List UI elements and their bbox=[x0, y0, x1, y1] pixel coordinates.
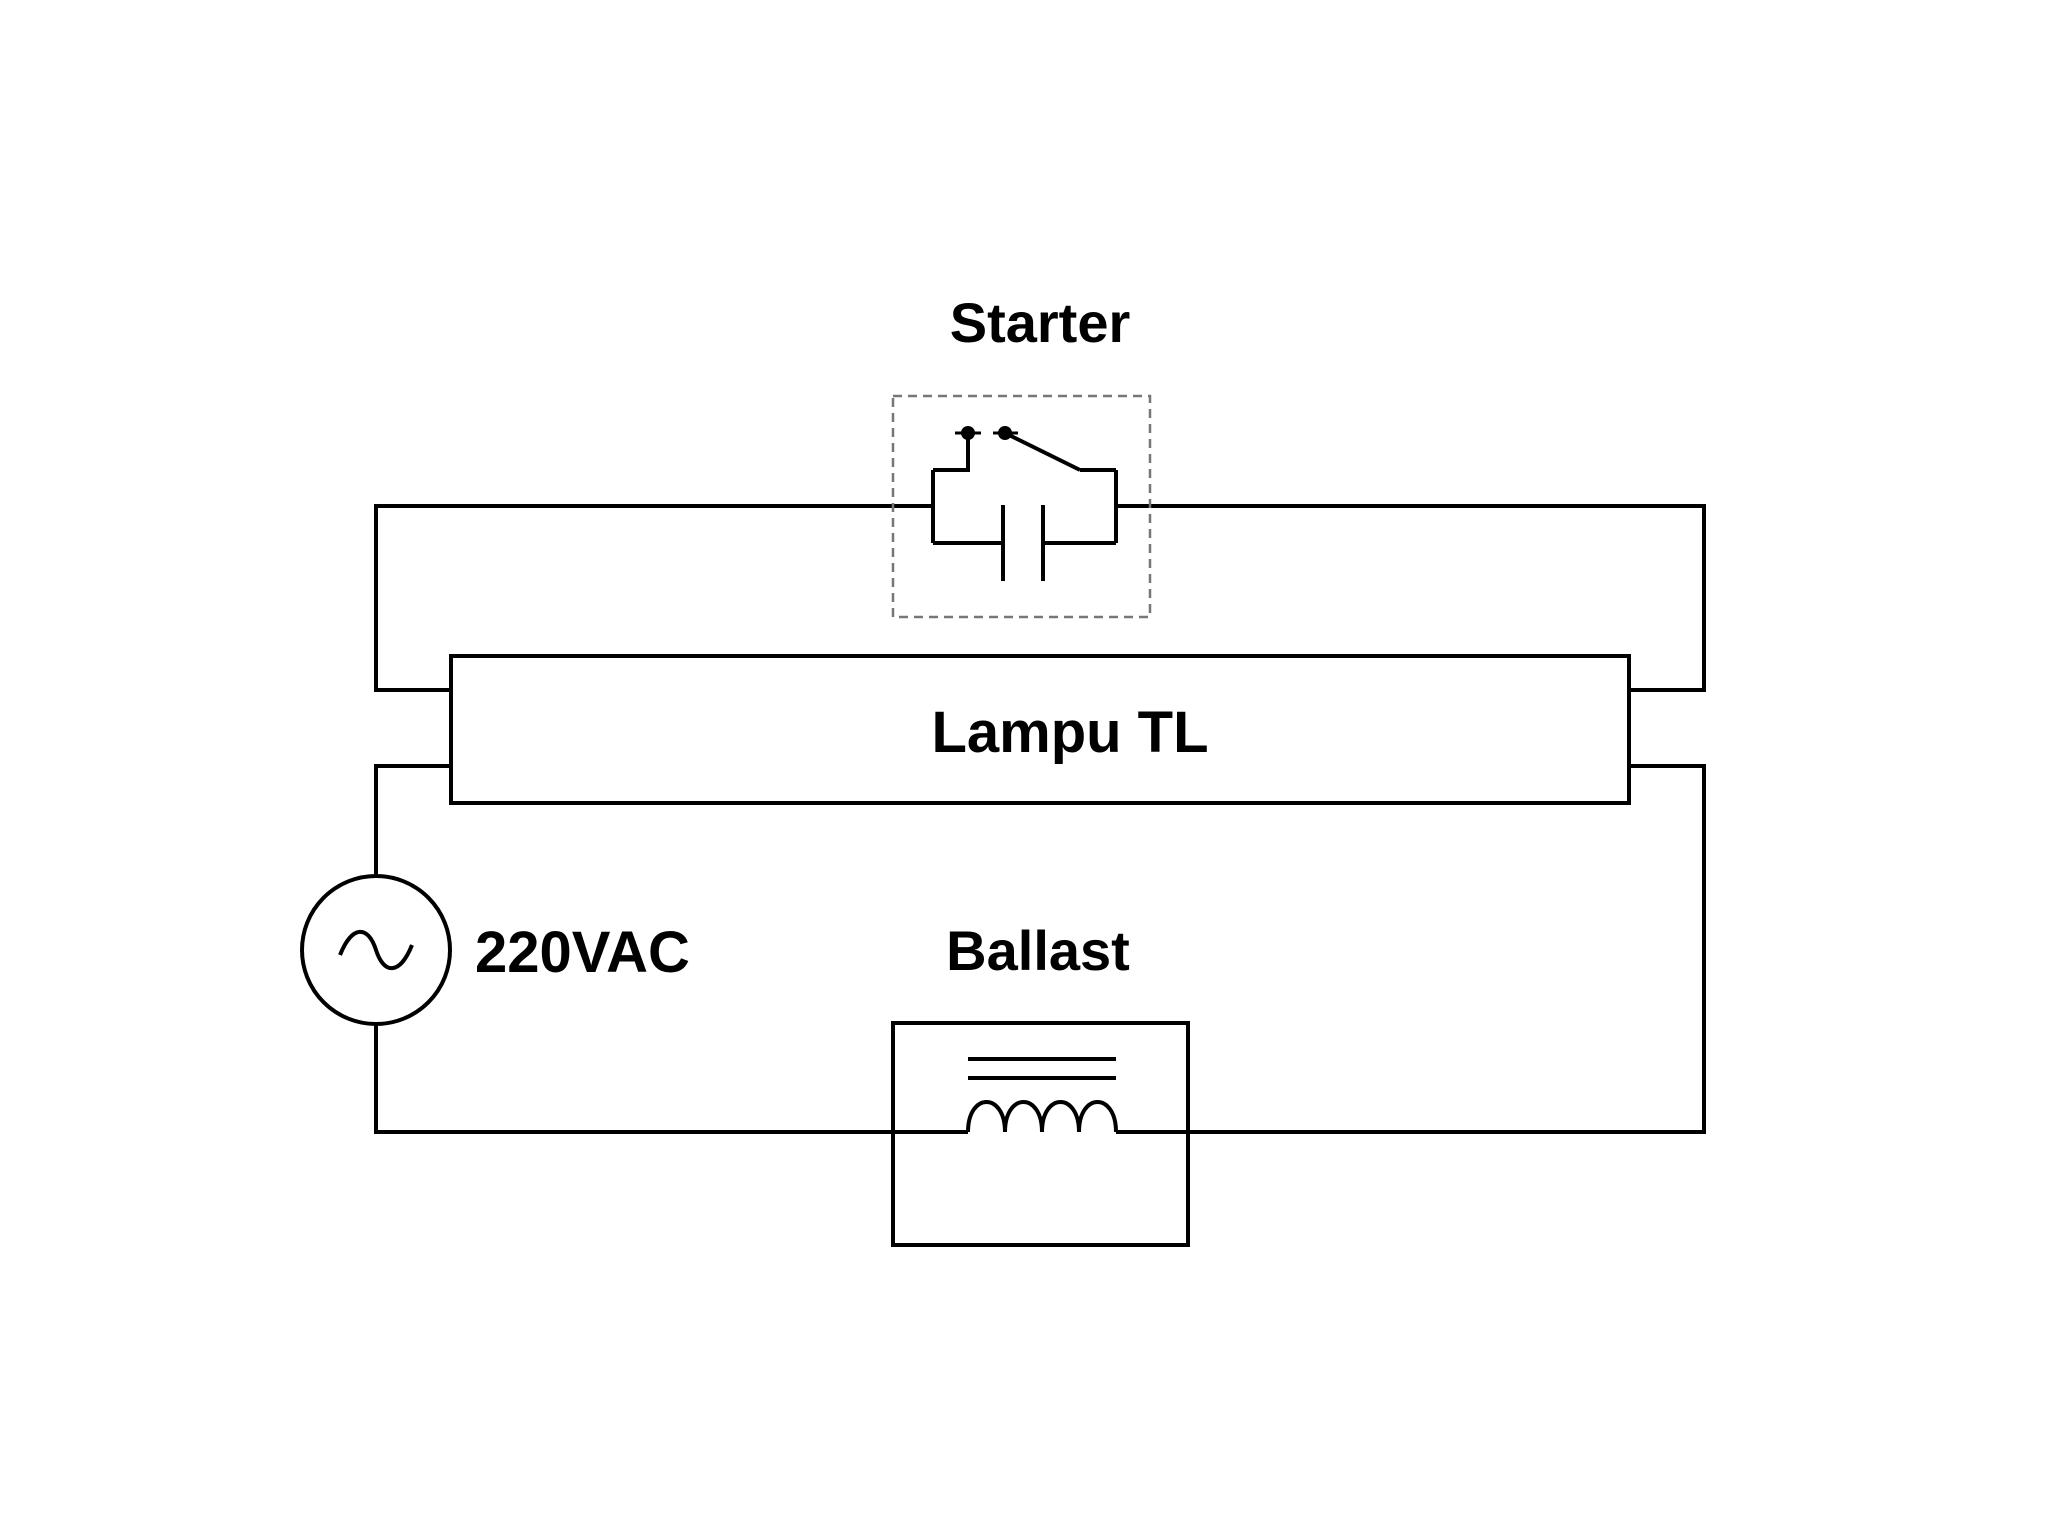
wire-bottom-left-upper bbox=[374, 764, 451, 876]
ballast-inductor-coil bbox=[966, 1100, 1118, 1133]
wire-top-left bbox=[374, 504, 933, 692]
lamp-tube bbox=[449, 654, 1631, 805]
ballast-label: Ballast bbox=[946, 919, 1130, 982]
lamp-label: Lampu TL bbox=[931, 700, 1208, 765]
source-label: 220VAC bbox=[475, 920, 690, 985]
starter-label: Starter bbox=[950, 291, 1131, 354]
starter-circuit bbox=[931, 431, 1118, 581]
ac-sine-icon bbox=[338, 929, 414, 971]
wire-bottom-right bbox=[1188, 764, 1706, 1134]
starter-enclosure bbox=[891, 394, 1152, 619]
wire-bottom-left-lower bbox=[374, 1024, 893, 1134]
wire-top-right bbox=[1116, 504, 1706, 692]
